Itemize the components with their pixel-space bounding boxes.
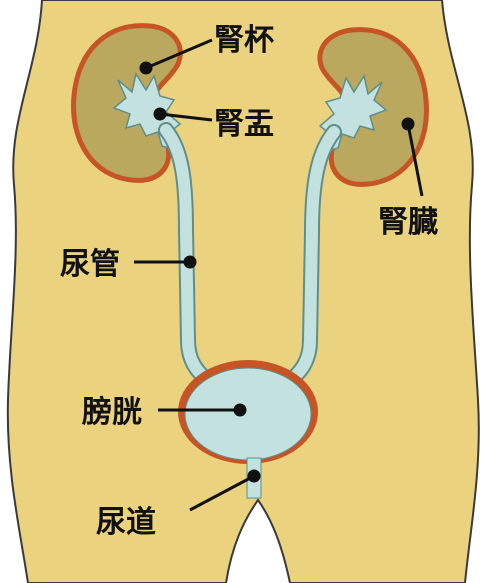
label-kidney: 腎臓 [378,205,438,240]
label-calyx: 腎杯 [214,23,274,58]
label-ureter: 尿管 [60,247,120,282]
label-urethra: 尿道 [96,505,156,540]
label-pelvis: 腎盂 [214,107,274,142]
label-bladder: 膀胱 [81,395,142,430]
bladder [185,368,311,460]
